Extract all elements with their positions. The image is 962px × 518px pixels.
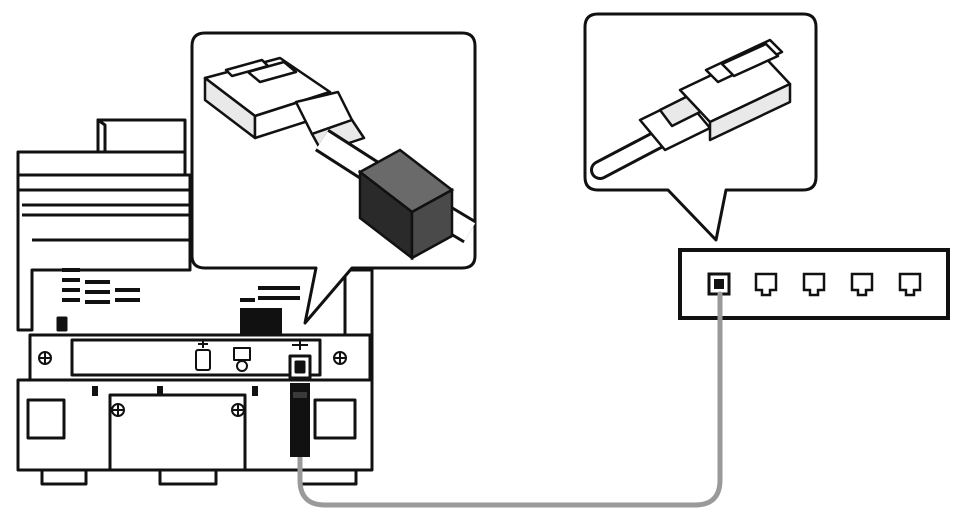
scanner-vent-grille: [62, 268, 300, 304]
ethernet-cable: [290, 291, 723, 508]
scanner-cable-plug: [290, 383, 310, 457]
screw-icon: [111, 403, 125, 417]
screw-icon: [231, 403, 245, 417]
scanner-foot-bottom-mid: [158, 468, 218, 486]
scanner-plug-callout: [190, 31, 477, 325]
scanner-foot-bottom-left: [40, 468, 88, 486]
switch-port-empty: [898, 272, 922, 297]
scanner-foot-bottom-right: [298, 468, 358, 486]
scanner-device-icon: [16, 118, 374, 486]
ethernet-port-icon: [357, 148, 455, 261]
scanner-port-block: [240, 308, 282, 336]
ethernet-port-icon: [288, 340, 312, 380]
screw-icon: [38, 351, 52, 365]
lock-slot-icon: [56, 316, 68, 332]
screw-icon: [333, 351, 347, 365]
rj45-plug-icon: [590, 38, 792, 180]
switch-port-connected: [707, 272, 731, 296]
scanner-base-inner: [108, 393, 247, 472]
scanner-main-chassis: [16, 173, 192, 332]
usb-port-icon: [195, 340, 211, 371]
router-plug-callout: [583, 12, 818, 242]
cable-line: [297, 291, 723, 508]
scanner-foot-left: [26, 398, 66, 440]
power-port-icon: [233, 347, 251, 372]
network-switch-icon: [678, 248, 950, 320]
switch-port-empty: [850, 272, 874, 297]
switch-port-empty: [802, 272, 826, 297]
scanner-foot-right: [313, 398, 357, 440]
scanner-upper-chassis: [16, 150, 187, 177]
switch-port-empty: [754, 272, 778, 297]
